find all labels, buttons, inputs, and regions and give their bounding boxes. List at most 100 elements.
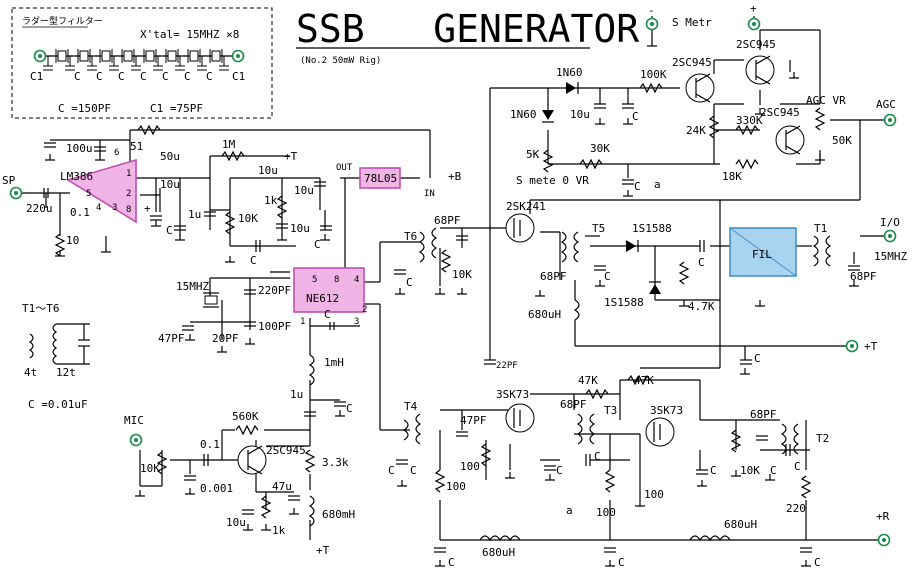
svg-text:2SC945: 2SC945 (736, 38, 776, 51)
filter-shunt-c-label: C (74, 70, 81, 83)
svg-text:3SK73: 3SK73 (650, 404, 683, 417)
svg-text:C: C (314, 238, 321, 251)
tnote-title: T1～T6 (22, 302, 60, 315)
terminal-plus-t[interactable] (845, 339, 859, 353)
filter-xtal: X'tal= 15MHZ ×8 (140, 28, 239, 41)
svg-text:47K: 47K (634, 374, 654, 387)
svg-text:5K: 5K (526, 148, 540, 161)
svg-text:47u: 47u (272, 480, 292, 493)
terminal-smeter-minus[interactable] (645, 17, 659, 31)
svg-text:10K: 10K (238, 212, 258, 225)
filter-box (11, 7, 273, 119)
tnote-secondary: 12t (56, 366, 76, 379)
svg-text:C: C (448, 556, 455, 569)
svg-text:10u: 10u (290, 222, 310, 235)
svg-text:C: C (604, 270, 611, 283)
svg-text:560K: 560K (232, 410, 259, 423)
port-s-metr: S Metr (672, 16, 712, 29)
tnote-primary: 4t (24, 366, 37, 379)
svg-text:3.3k: 3.3k (322, 456, 349, 469)
t4-label: T4 (404, 400, 418, 413)
t6-label: T6 (404, 230, 417, 243)
svg-text:C: C (166, 224, 173, 237)
q-2sc945-3 (775, 125, 805, 155)
svg-text:0.1: 0.1 (70, 206, 90, 219)
svg-text:2SC945: 2SC945 (760, 106, 800, 119)
svg-text:220PF: 220PF (258, 284, 291, 297)
svg-text:220: 220 (786, 502, 806, 515)
port-agc: AGC (876, 98, 896, 111)
svg-text:C: C (632, 110, 639, 123)
ne612-pin-5: 5 (312, 275, 317, 285)
svg-text:330K: 330K (736, 114, 763, 127)
svg-text:4.7K: 4.7K (688, 300, 715, 313)
q-2sk241 (505, 213, 535, 243)
svg-text:C: C (634, 180, 641, 193)
svg-text:10u: 10u (258, 164, 278, 177)
q-2sc945-2 (745, 55, 775, 85)
svg-text:C: C (618, 556, 625, 569)
lm386-label: LM386 (60, 170, 93, 183)
svg-text:1k: 1k (264, 194, 278, 207)
lm386-pin-1: 1 (126, 169, 131, 179)
terminal-smeter-plus[interactable] (747, 17, 761, 31)
terminal-mic[interactable] (129, 433, 143, 447)
svg-text:10u: 10u (570, 108, 590, 121)
terminal-sp[interactable] (9, 186, 23, 200)
page-subtitle: (No.2 50mW Rig) (300, 56, 381, 66)
svg-text:680uH: 680uH (528, 308, 561, 321)
svg-text:C: C (556, 464, 563, 477)
svg-text:680uH: 680uH (482, 546, 515, 559)
svg-text:C: C (410, 464, 417, 477)
svg-text:18K: 18K (722, 170, 742, 183)
regulator-label: 78L05 (364, 172, 397, 185)
filter-shunt-c-label: C (184, 70, 191, 83)
ne612-label: NE612 (306, 292, 339, 305)
svg-text:1M: 1M (222, 138, 236, 151)
svg-text:47PF: 47PF (158, 332, 185, 345)
port-sp: SP (2, 174, 16, 187)
svg-text:68PF: 68PF (434, 214, 461, 227)
t5-label: T5 (592, 222, 605, 235)
ne612-ic (293, 267, 365, 313)
lm386-pin-8: 8 (126, 205, 131, 215)
lm386-plus: + (144, 202, 151, 215)
svg-text:24K: 24K (686, 124, 706, 137)
terminal-plus-r[interactable] (877, 533, 891, 547)
svg-text:C: C (388, 464, 395, 477)
ne612-pin-2: 2 (362, 305, 367, 315)
svg-text:C: C (698, 256, 705, 269)
svg-text:68PF: 68PF (750, 408, 777, 421)
svg-text:2SC945: 2SC945 (672, 56, 712, 69)
svg-text:a: a (654, 178, 661, 191)
svg-text:50u: 50u (160, 150, 180, 163)
svg-text:1N60: 1N60 (556, 66, 583, 79)
regulator-78l05 (359, 167, 401, 189)
filter-c-value: C =150PF (58, 102, 111, 115)
svg-text:10: 10 (66, 234, 79, 247)
filter-c1-left: C1 (30, 70, 43, 83)
filter-shunt-c-label: C (206, 70, 213, 83)
svg-text:2SK241: 2SK241 (506, 200, 546, 213)
svg-text:3SK73: 3SK73 (496, 388, 529, 401)
terminal-agc[interactable] (883, 113, 897, 127)
port-io: I/O (880, 216, 900, 229)
svg-text:C: C (406, 276, 413, 289)
svg-text:10u: 10u (226, 516, 246, 529)
svg-text:C: C (770, 464, 777, 477)
svg-text:100K: 100K (640, 68, 667, 81)
svg-text:10K: 10K (452, 268, 472, 281)
lm386-pin-4: 4 (96, 203, 101, 213)
fil-label: FIL (752, 248, 772, 261)
svg-text:47K: 47K (578, 374, 598, 387)
svg-text:30K: 30K (590, 142, 610, 155)
port-plus-t-3: +T (316, 544, 330, 557)
svg-text:51: 51 (130, 140, 143, 153)
svg-text:0.1: 0.1 (200, 438, 220, 451)
svg-text:AGC VR: AGC VR (806, 94, 846, 107)
page-title: SSB GENERATOR (296, 7, 639, 51)
lm386-pin-3: 3 (112, 203, 117, 213)
svg-text:100u: 100u (66, 142, 93, 155)
terminal-io[interactable] (883, 229, 897, 243)
